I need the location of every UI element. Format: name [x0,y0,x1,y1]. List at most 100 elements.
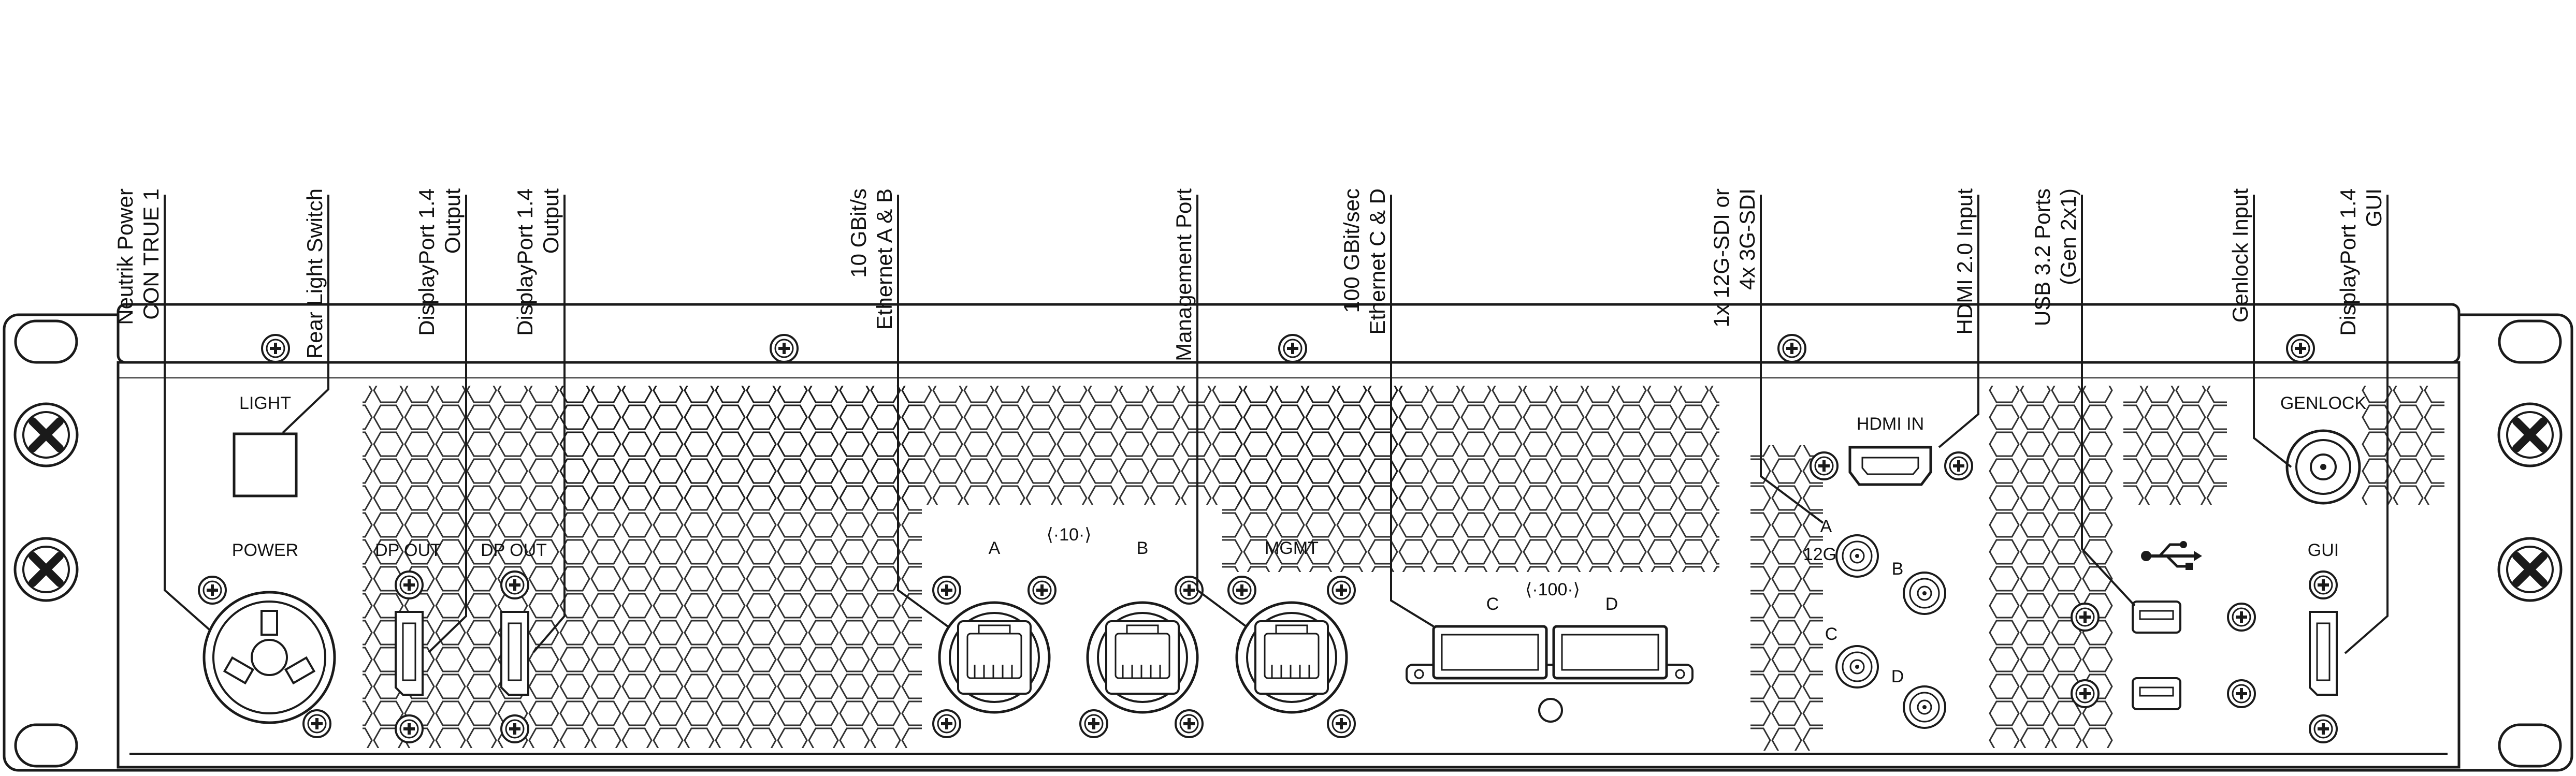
power-connector-group: POWER [199,540,336,737]
callout-leader-line [1390,195,1435,627]
ethernet-b-port[interactable] [1088,603,1197,712]
hdmi-in-port[interactable] [1848,446,1932,486]
hdmi-in-label: HDMI IN [1857,414,1924,434]
left-rack-ear [15,319,77,768]
callout-label: (Gen 2x1) [2056,188,2080,285]
callout-leader-line [1196,195,1247,627]
ethernet-a-port[interactable] [939,603,1049,712]
qsfp-cd-group: C ⟨·100·⟩ D [1406,580,1694,723]
sdi-12g-label: 12G [1803,545,1836,564]
eth-b-label: B [1137,538,1149,558]
callout-leader-line [2344,195,2389,654]
light-label: LIGHT [239,393,291,413]
qsfp-d-label: D [1605,594,1618,614]
sdi-c-label: C [1825,624,1838,644]
callout-label: Rear Light Switch [302,188,327,359]
callout-label: USB 3.2 Ports [2030,188,2054,326]
gui-group: GUI [2308,540,2339,742]
callout-leader-line [1938,195,1979,448]
callout-label: Management Port [1171,188,1196,361]
callout-label: 10 GBit/s [846,188,871,278]
dp-out-1-group: DP OUT [375,540,441,742]
sdi-b-bnc[interactable] [1903,572,1946,615]
callout-management-port: Management Port [1171,188,1247,627]
callout-genlock-input: Genlock Input [2228,188,2292,468]
right-rack-ear [2499,319,2561,768]
genlock-bnc[interactable] [2285,429,2361,505]
status-led [1538,698,1563,723]
sdi-a-bnc[interactable] [1835,534,1879,578]
power-label: POWER [232,540,298,560]
callout-label: Output [539,188,563,254]
sdi-a-label: A [1820,517,1832,536]
callout-label: GUI [2362,188,2386,227]
callout-leader-line [2253,195,2292,468]
callout-leader-line [2081,195,2136,607]
dp-out-1-port[interactable] [395,611,424,696]
dp-out-1-label: DP OUT [375,540,441,560]
sdi-group: A 12G B C D [1803,517,1946,729]
callout-label: 100 GBit/sec [1339,188,1364,313]
callout-label: DisplayPort 1.4 [513,188,537,336]
usb-port-2[interactable] [2132,677,2181,710]
sdi-b-label: B [1892,559,1904,579]
callout-label: 1x 12G-SDI or [1709,188,1733,327]
callout-label: Output [440,188,465,254]
callout-label: Genlock Input [2228,188,2252,323]
callout-label: Ethernet A & B [872,188,896,330]
sdi-d-bnc[interactable] [1903,685,1946,729]
qsfp-d-port[interactable] [1552,625,1668,680]
qsfp-c-port[interactable] [1432,625,1548,680]
callout-leader-line [1760,195,1824,524]
gui-label: GUI [2308,540,2339,560]
sdi-c-bnc[interactable] [1835,645,1879,689]
callout-leader-line [532,195,566,653]
dp-out-2-port[interactable] [500,611,529,696]
hdmi-in-group: HDMI IN [1811,414,1972,486]
light-switch[interactable] [233,432,298,497]
callout-label: HDMI 2.0 Input [1952,188,1977,335]
callout-leader-line [428,195,467,653]
eth-10-label: ⟨·10·⟩ [1047,525,1092,545]
genlock-label: GENLOCK [2280,393,2367,413]
ventilation-grille [363,386,2444,751]
callout-label: Neutrik Power [113,188,137,325]
rack-chassis [3,303,2573,772]
callout-rear-light-switch: Rear Light Switch [282,188,329,434]
callout-leader-line [282,195,329,434]
powercon-connector[interactable] [202,591,336,724]
callout-label: DisplayPort 1.4 [414,188,439,336]
callout-hdmi-input: HDMI 2.0 Input [1938,188,1979,448]
callout-leader-line [897,195,949,627]
qsfp-100-label: ⟨·100·⟩ [1525,580,1580,599]
dp-out-2-group: DP OUT [481,540,547,742]
mgmt-port[interactable] [1237,603,1347,712]
dp-out-2-label: DP OUT [481,540,547,560]
mgmt-group: MGMT [1228,538,1355,737]
eth-a-label: A [989,538,1001,558]
callout-label: DisplayPort 1.4 [2336,188,2360,336]
callout-label: 4x 3G-SDI [1735,188,1759,290]
gui-dp-port[interactable] [2309,611,2338,696]
mgmt-label: MGMT [1265,538,1319,558]
ethernet-ab-group: A ⟨·10·⟩ B [933,525,1203,737]
usb-port-1[interactable] [2132,601,2181,634]
callout-usb-ports: USB 3.2 Ports(Gen 2x1) [2030,188,2136,607]
callout-label: CON TRUE 1 [139,188,163,320]
callout-leader-line [164,195,210,631]
genlock-group: GENLOCK [2280,393,2367,505]
usb-icon [2141,541,2202,570]
light-switch-group: LIGHT [233,393,298,497]
usb-group [2072,541,2255,710]
sdi-d-label: D [1891,667,1904,686]
callout-label: Ethernet C & D [1365,188,1390,334]
qsfp-c-label: C [1486,594,1499,614]
